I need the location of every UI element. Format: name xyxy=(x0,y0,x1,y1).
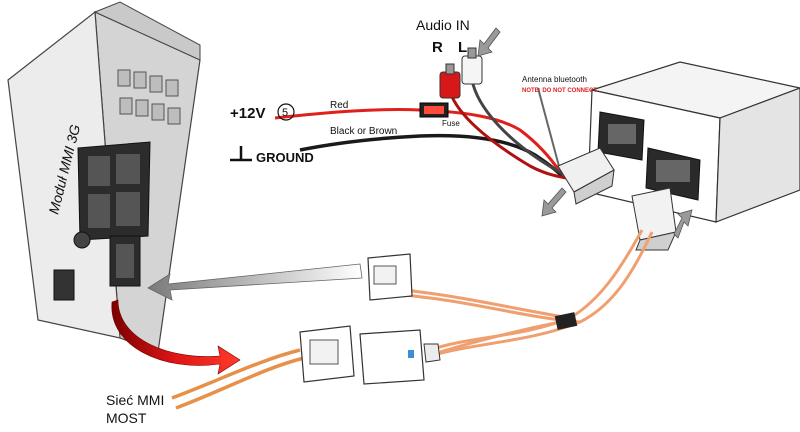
audio-cable-l xyxy=(470,79,567,178)
note-label: NOTE: DO NOT CONNECT xyxy=(522,88,597,94)
arrow-connector xyxy=(541,187,567,217)
gray-arrow xyxy=(147,263,363,301)
audio-in-label: Audio IN xyxy=(416,17,470,33)
siec-mmi-label: Sieć MMI xyxy=(106,392,164,408)
most-label: MOST xyxy=(106,410,147,426)
fuse-label: Fuse xyxy=(442,119,460,128)
splice-sleeve xyxy=(554,312,578,330)
number-5: 5 xyxy=(282,107,288,119)
arrow-box-plug xyxy=(673,209,693,239)
box-plug xyxy=(631,187,677,251)
connector-right xyxy=(359,329,441,385)
fuse xyxy=(419,102,449,118)
plus12v-label: +12V xyxy=(230,105,265,122)
fiber-cables xyxy=(387,229,654,358)
mmi-3g-module: Moduł MMI 3G xyxy=(7,1,201,353)
interface-box xyxy=(587,61,800,223)
black-brown-label: Black or Brown xyxy=(330,126,397,137)
r-label: R xyxy=(432,39,443,56)
red-wire xyxy=(274,107,562,173)
connector-left xyxy=(299,325,355,383)
connector-upper xyxy=(367,253,413,301)
red-label: Red xyxy=(330,100,348,111)
antenna-wire xyxy=(537,87,561,171)
ground-symbol xyxy=(230,146,252,162)
arrow-audio xyxy=(477,27,501,57)
rca-plug-r xyxy=(439,63,461,99)
red-arrow xyxy=(111,299,241,375)
l-label: L xyxy=(458,39,467,56)
most-cables xyxy=(171,348,305,410)
antenna-label: Antenna bluetooth xyxy=(522,75,587,84)
black-wire xyxy=(299,133,564,178)
number-circle xyxy=(277,103,295,121)
audio-cable-r xyxy=(448,91,567,180)
power-connector xyxy=(557,147,615,205)
rca-plug-l xyxy=(461,47,483,85)
ground-label: GROUND xyxy=(256,150,314,165)
